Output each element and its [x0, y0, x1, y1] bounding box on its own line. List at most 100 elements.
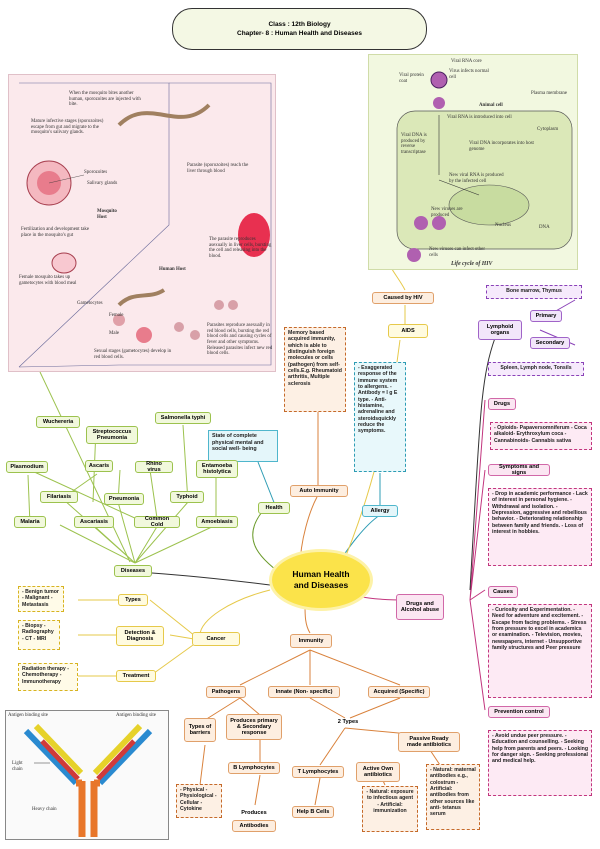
hiv-label-rna-core: Viral RNA core [451, 59, 482, 64]
pathogen-wuchereria: Wuchereria [36, 416, 80, 428]
diseases-node: Diseases [114, 565, 152, 577]
drugs-list: - Opioids- Papaversomniferum - Coca alka… [490, 422, 592, 450]
caption-sexual-stages: Sexual stages (gametocytes) develop in r… [94, 349, 172, 360]
secondary-lymphoid-node: Secondary [530, 337, 570, 349]
caption-gametocytes: Gametocytes [77, 301, 103, 306]
cancer-detection-list: - Biopsy - Radiography - CT - MRI [18, 620, 60, 650]
hiv-label-nucleus: Nucleus [495, 223, 512, 228]
caption-sporozoites: Sporozoites [84, 170, 108, 175]
lymphoid-organs-node: Lymphoid organs [478, 320, 522, 340]
pathogen-ascaris: Ascaris [85, 460, 113, 472]
caused-by-hiv-node: Caused by HIV [372, 292, 434, 304]
barriers-node: Types of barriers [184, 718, 216, 742]
acquired-node: Acquired (Specific) [368, 686, 430, 698]
allergy-description: - Exaggerated response of the immune sys… [354, 362, 406, 472]
disease-ascariasis: Ascariasis [74, 516, 114, 528]
cancer-node: Cancer [192, 632, 240, 646]
symptoms-node: Symptoms and signs [488, 464, 550, 476]
antigen-site-left: Antigen binding site [8, 713, 48, 718]
hiv-label-rna-introduced: Viral RNA is introduced into cell [447, 115, 512, 120]
cancer-treatment-node: Treatment [116, 670, 156, 682]
header-class: Class : 12th Biology [268, 21, 331, 28]
passive-immunity-types: - Natural: maternal antibodies e.g., col… [426, 764, 480, 830]
malaria-cycle-illustration [18, 82, 272, 368]
drugs-node: Drugs [488, 398, 516, 410]
central-topic: Human Health and Diseases [272, 552, 370, 608]
pathogen-rhino-virus: Rhino virus [135, 461, 173, 473]
b-lymphocytes-node: B Lymphocytes [228, 762, 280, 774]
header-chapter: Chapter- 8 : Human Health and Diseases [237, 30, 362, 37]
disease-typhoid: Typhoid [170, 491, 204, 503]
cancer-types-node: Types [118, 594, 148, 606]
caption-female-mosquito: Female mosquito takes up gametocytes wit… [19, 275, 77, 286]
primary-lymphoid-node: Primary [530, 310, 562, 322]
hiv-label-reverse-transcriptase: Viral DNA is produced by reverse transcr… [401, 133, 427, 155]
cancer-types-list: - Benign tumor - Malignant - Metastasis [18, 586, 64, 612]
help-b-cells-node: Help B Cells [292, 806, 334, 818]
primary-secondary-response-node: Produces primary & Secondary response [226, 714, 282, 740]
disease-malaria: Malaria [14, 516, 46, 528]
hiv-label-infect-others: New viruses can infect other cells [429, 247, 485, 258]
prevention-list: - Avoid undue peer pressure. - Education… [488, 730, 592, 796]
antigen-site-right: Antigen binding site [116, 713, 156, 718]
active-immunity-types: - Natural: exposure to infectious agent … [362, 786, 418, 832]
hiv-caption: Life cycle of HIV [451, 261, 493, 267]
caption-salivary-glands: Salivary glands [87, 181, 118, 186]
caption-sporozoites-migrate: Mature infective stages (sporozoites) es… [31, 119, 104, 136]
hiv-label-new-rna: New viral RNA is produced by the infecte… [449, 173, 504, 184]
hiv-cycle-illustration [396, 71, 573, 262]
hiv-label-incorporates: Viral DNA incorporates into host genome [469, 141, 534, 152]
auto-immunity-node: Auto Immunity [290, 485, 348, 497]
disease-filariasis: Filariasis [40, 491, 78, 503]
pathogen-salmonella: Salmonella typhi [155, 412, 211, 424]
caption-male: Male [109, 331, 120, 336]
light-chain-label: Light chain [12, 761, 23, 772]
caption-fertilization: Fertilization and development take place… [21, 227, 90, 238]
pathogen-streptococcus: Streptococcus Pneumonia [86, 426, 138, 444]
hiv-label-new-viruses: New viruses are produced [431, 207, 463, 218]
allergy-node: Allergy [362, 505, 398, 517]
disease-amoebiasis: Amoebiasis [196, 516, 238, 528]
antibodies-node: Antibodies [232, 820, 276, 832]
aids-node: AIDS [388, 324, 428, 338]
hiv-label-protein-coat: Viral protein coat [399, 73, 424, 84]
disease-pneumonia: Pneumonia [104, 493, 144, 505]
auto-immunity-description: Memory based acquired immunity, which is… [284, 327, 346, 412]
secondary-organs-list: Spleen, Lymph node, Tonsils [488, 362, 584, 376]
health-node: Health [258, 502, 290, 514]
causes-list: - Curiosity and Experimentation. - Need … [488, 604, 592, 698]
symptoms-list: - Drop in academic performance - Lack of… [488, 488, 592, 566]
antibody-structure-figure: Antigen binding site Antigen binding sit… [5, 710, 169, 840]
caption-parasite-liver: Parasite (sporozoites) reach the liver t… [187, 163, 249, 174]
pathogens-node: Pathogens [206, 686, 246, 698]
malaria-life-cycle-figure: When the mosquito bites another human, s… [8, 74, 276, 372]
produces-node: Produces [241, 810, 267, 816]
hiv-label-infects: Virus infects normal cell [449, 69, 489, 80]
cancer-treatment-list: Radiation therapy - Chemotherapy - Immun… [18, 663, 78, 691]
primary-organs-list: Bone marrow, Thymus [486, 285, 582, 299]
barrier-list: - Physical - Physiological - Cellular - … [176, 784, 222, 818]
immunity-node: Immunity [290, 634, 332, 648]
hiv-label-animal-cell: Animal cell [479, 103, 503, 108]
hiv-life-cycle-figure: Viral RNA core Viral protein coat Virus … [368, 54, 578, 270]
pathogen-plasmodium: Plasmodium [6, 461, 48, 473]
caption-female: Female [109, 313, 124, 318]
caption-mosquito-bite: When the mosquito bites another human, s… [69, 91, 141, 108]
caption-liver-reproduction: The parasite reproduces asexually in liv… [209, 237, 272, 259]
hiv-label-cytoplasm: Cytoplasm [537, 127, 559, 132]
central-topic-label: Human Health and Diseases [292, 568, 350, 590]
two-types-node: 2 Types [337, 719, 359, 725]
caption-mosquito-host: Mosquito Host [97, 209, 117, 220]
passive-immunity-node: Passive Ready made antibiotics [398, 732, 460, 752]
t-lymphocytes-node: T Lymphocytes [292, 766, 344, 778]
caption-human-host: Human Host [159, 267, 186, 272]
causes-node: Causes [488, 586, 518, 598]
health-definition: State of complete physical mental and so… [208, 430, 278, 462]
disease-common-cold: Common Cold [134, 516, 180, 528]
header-banner: Class : 12th Biology Chapter- 8 : Human … [172, 8, 427, 50]
active-immunity-node: Active Own antibiotics [356, 762, 400, 782]
heavy-chain-label: Heavy chain [32, 807, 57, 812]
cancer-detection-node: Detection & Diagnosis [116, 626, 164, 646]
pathogen-entamoeba: Entamoeba histolytica [196, 460, 238, 478]
hiv-label-plasma-membrane: Plasma membrane [531, 91, 567, 96]
